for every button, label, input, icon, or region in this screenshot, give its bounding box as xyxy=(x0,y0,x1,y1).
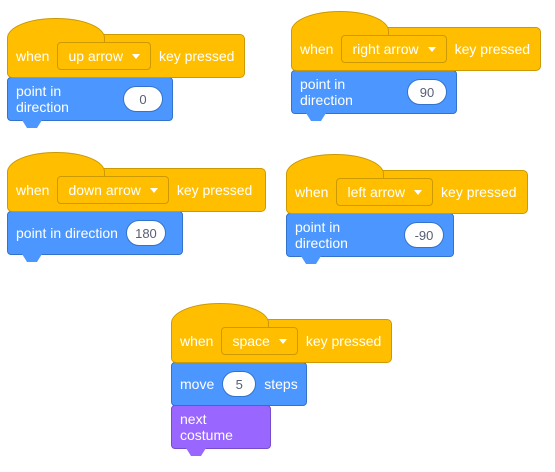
block-tab xyxy=(186,448,206,456)
key-pressed-label: key pressed xyxy=(441,184,517,200)
move-label: move xyxy=(180,376,215,392)
block-tab xyxy=(306,113,326,121)
key-pressed-label: key pressed xyxy=(305,333,382,349)
key-dropdown-value: space xyxy=(232,333,270,349)
point-in-direction-label: point in direction xyxy=(16,83,69,115)
chevron-down-icon xyxy=(427,46,436,52)
when-key-pressed-hat[interactable]: when left arrow key pressed xyxy=(286,154,528,214)
key-dropdown-value: down arrow xyxy=(68,182,141,198)
direction-input[interactable]: -90 xyxy=(404,222,444,248)
key-dropdown[interactable]: space xyxy=(221,327,298,355)
key-pressed-label: key pressed xyxy=(454,41,531,57)
move-steps-block[interactable]: move 5 steps xyxy=(171,362,307,413)
direction-input[interactable]: 180 xyxy=(125,220,166,246)
script-space[interactable]: when space key pressed move 5 steps next… xyxy=(171,303,392,456)
block-tab xyxy=(22,254,42,262)
block-tab xyxy=(22,120,42,128)
when-key-pressed-hat[interactable]: when up arrow key pressed xyxy=(7,18,245,78)
when-label: when xyxy=(300,41,334,57)
when-label: when xyxy=(180,333,214,349)
point-in-direction-block[interactable]: point in direction 0 xyxy=(7,77,173,128)
script-left-arrow[interactable]: when left arrow key pressed point in dir… xyxy=(286,154,528,264)
direction-input[interactable]: 90 xyxy=(407,79,447,105)
point-in-direction-block[interactable]: point in direction 180 xyxy=(7,211,183,262)
chevron-down-icon xyxy=(131,53,140,59)
when-label: when xyxy=(295,184,329,200)
point-in-direction-block[interactable]: point in direction 90 xyxy=(291,70,457,121)
script-right-arrow[interactable]: when right arrow key pressed point in di… xyxy=(291,11,541,121)
key-dropdown[interactable]: down arrow xyxy=(57,176,169,204)
next-costume-label: next costume xyxy=(180,411,233,443)
key-dropdown-value: left arrow xyxy=(347,184,406,200)
script-down-arrow[interactable]: when down arrow key pressed point in dir… xyxy=(7,152,266,262)
direction-input[interactable]: 0 xyxy=(123,86,163,112)
key-dropdown-value: right arrow xyxy=(352,41,419,57)
key-dropdown-value: up arrow xyxy=(68,48,123,64)
chevron-down-icon xyxy=(414,189,423,195)
key-dropdown[interactable]: left arrow xyxy=(336,178,434,206)
key-pressed-label: key pressed xyxy=(176,182,253,198)
when-key-pressed-hat[interactable]: when space key pressed xyxy=(171,303,392,363)
point-in-direction-label: point in direction xyxy=(16,225,118,241)
when-key-pressed-hat[interactable]: when down arrow key pressed xyxy=(7,152,266,212)
key-pressed-label: key pressed xyxy=(158,48,235,64)
key-dropdown[interactable]: up arrow xyxy=(57,42,151,70)
point-in-direction-block[interactable]: point in direction -90 xyxy=(286,213,454,264)
chevron-down-icon xyxy=(278,338,287,344)
when-key-pressed-hat[interactable]: when right arrow key pressed xyxy=(291,11,541,71)
next-costume-block[interactable]: next costume xyxy=(171,405,271,456)
key-dropdown[interactable]: right arrow xyxy=(341,35,447,63)
chevron-down-icon xyxy=(149,187,158,193)
steps-label: steps xyxy=(264,376,298,392)
steps-input[interactable]: 5 xyxy=(222,371,257,397)
script-up-arrow[interactable]: when up arrow key pressed point in direc… xyxy=(7,18,245,128)
when-label: when xyxy=(16,48,50,64)
point-in-direction-label: point in direction xyxy=(300,76,353,108)
when-label: when xyxy=(16,182,50,198)
block-tab xyxy=(301,256,321,264)
point-in-direction-label: point in direction xyxy=(295,219,348,251)
